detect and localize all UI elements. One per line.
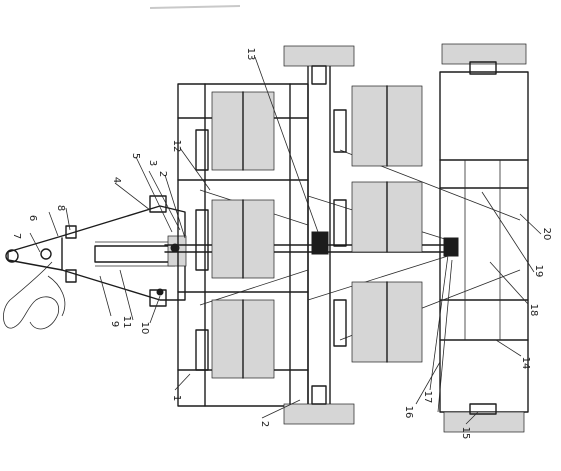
rear-wheel-top <box>441 43 527 65</box>
label-8: 8 <box>55 205 66 211</box>
front-axle <box>283 45 355 425</box>
label-5: 5 <box>130 153 141 159</box>
label-2: 2 <box>259 421 270 427</box>
label-14: 14 <box>520 357 531 370</box>
label-10: 10 <box>139 322 150 335</box>
hitch-cable <box>3 261 66 330</box>
label-13: 13 <box>245 48 256 61</box>
label-3: 3 <box>147 160 158 166</box>
label-9: 9 <box>109 321 120 327</box>
label-4: 4 <box>111 177 122 183</box>
scan-smudge <box>149 5 241 9</box>
brush-bank-front <box>195 91 275 379</box>
rear-wheel-bottom <box>443 411 525 433</box>
label-15: 15 <box>460 427 471 440</box>
front-wheel-top <box>283 45 355 67</box>
label-17: 17 <box>422 391 433 404</box>
label-12: 12 <box>171 140 182 153</box>
label-11: 11 <box>121 316 132 329</box>
label-7: 7 <box>11 233 22 239</box>
drive-nodes <box>156 231 459 296</box>
label-6: 6 <box>27 215 38 221</box>
brush-bank-rear <box>333 85 423 363</box>
front-wheel-bottom <box>283 403 355 425</box>
label-18: 18 <box>528 304 539 317</box>
label-19: 19 <box>533 265 544 278</box>
label-20: 20 <box>541 228 552 241</box>
label-16: 16 <box>403 406 414 419</box>
label-2-upper: 2 <box>157 171 168 177</box>
leader-lines <box>29 56 542 425</box>
hitch-ring <box>5 249 19 263</box>
part-labels: 7 6 8 9 11 10 1 4 5 3 2 12 13 2 16 17 15… <box>11 48 552 440</box>
label-1: 1 <box>171 395 182 401</box>
rear-frame <box>439 43 529 433</box>
